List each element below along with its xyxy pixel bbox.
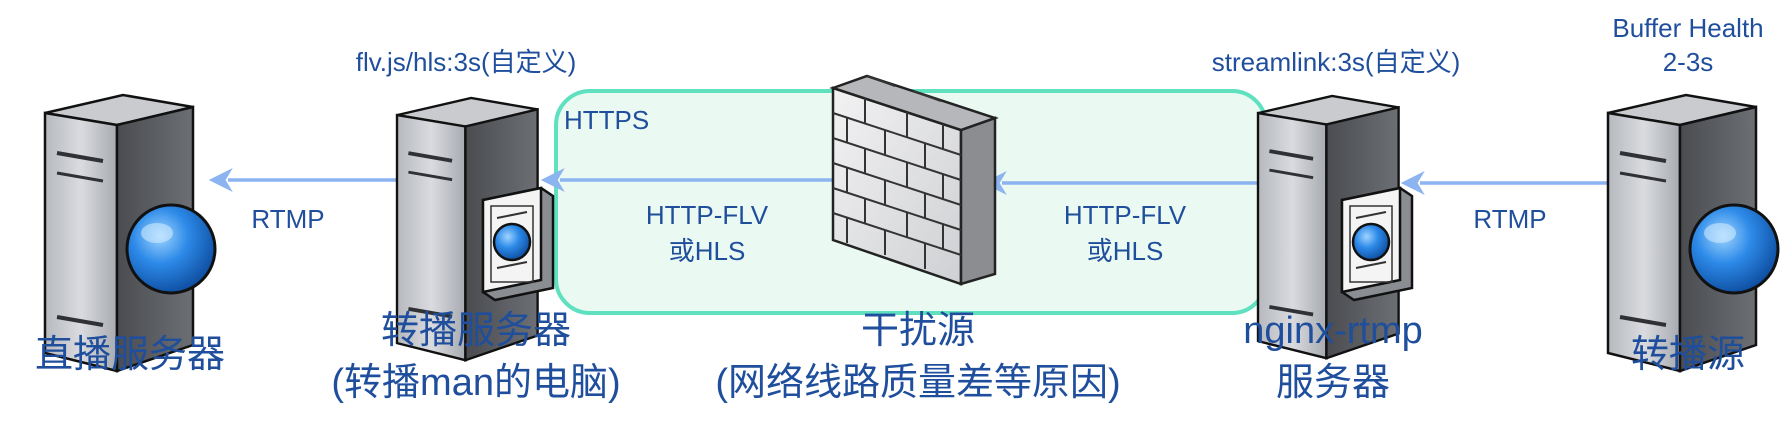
interference-label-line1: 干扰源 — [860, 310, 976, 352]
live-server-label: 直播服务器 — [34, 334, 226, 376]
nginx-server-label-line2: 服务器 — [1275, 362, 1391, 404]
nginx-buffer-note: streamlink:3s(自定义) — [1211, 47, 1461, 77]
live-server-icon — [43, 93, 217, 373]
interference-label-line2: (网络线路质量差等原因) — [715, 362, 1121, 404]
link-label-httpflv-right-line1: HTTP-FLV — [1063, 200, 1187, 230]
link-label-httpflv-right-line2: 或HLS — [1086, 236, 1164, 266]
nginx-server-label-line1: nginx-rtmp — [1243, 310, 1423, 352]
link-label-httpflv-left-line1: HTTP-FLV — [645, 200, 769, 230]
source-server-icon — [1606, 93, 1780, 373]
link-label-httpflv-left-line2: 或HLS — [668, 236, 746, 266]
source-label: 转播源 — [1630, 334, 1746, 376]
relay-server-label-line2: (转播man的电脑) — [331, 362, 621, 404]
relay-buffer-note: flv.js/hls:3s(自定义) — [355, 47, 577, 77]
firewall-icon — [829, 74, 999, 286]
link-label-rtmp-right: RTMP — [1473, 204, 1547, 234]
source-buffer-note-line2: 2-3s — [1662, 47, 1714, 77]
link-label-rtmp-left: RTMP — [251, 204, 325, 234]
source-buffer-note-line1: Buffer Health — [1612, 13, 1764, 43]
relay-server-label-line1: 转播服务器 — [380, 310, 572, 352]
https-zone-label: HTTPS — [564, 105, 650, 135]
